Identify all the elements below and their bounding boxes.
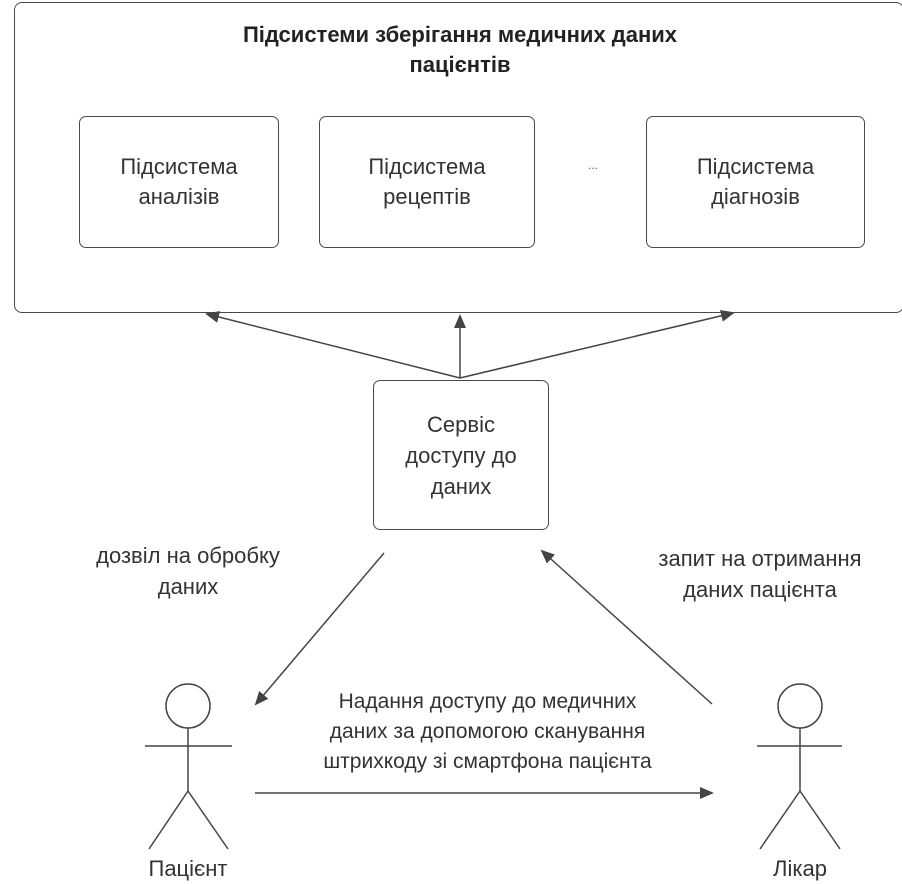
- container-title-line2: пацієнтів: [409, 52, 511, 77]
- subsystem-analyses: Підсистема аналізів: [79, 116, 279, 248]
- doctor-label: Лікар: [773, 856, 827, 881]
- service-line1: Сервіс: [427, 411, 495, 437]
- request-label-line2: даних пацієнта: [683, 577, 837, 602]
- subsystem-analyses-line2: аналізів: [138, 184, 220, 209]
- subsystem-prescriptions-line1: Підсистема: [368, 154, 486, 179]
- doctor-actor-icon: [757, 683, 842, 850]
- arrow-to-right: [459, 309, 735, 379]
- container-title: Підсистеми зберігання медичних даних пац…: [150, 20, 770, 80]
- consent-label-line1: дозвіл на обробку: [96, 543, 280, 568]
- subsystem-diagnoses-line1: Підсистема: [696, 154, 815, 179]
- access-label-line2: даних за допомогою сканування: [329, 720, 646, 743]
- consent-label: дозвіл на обробку даних: [66, 540, 310, 602]
- subsystem-diagnoses: Підсистема діагнозів: [646, 116, 865, 248]
- subsystem-prescriptions: Підсистема рецептів: [319, 116, 535, 248]
- consent-label-line2: даних: [157, 574, 219, 599]
- subsystem-analyses-line1: Підсистема: [120, 154, 238, 179]
- access-label-line1: Надання доступу до медичних: [338, 690, 637, 713]
- consent-arrow: [254, 552, 385, 706]
- access-label-line3: штрихкоду зі смартфона пацієнта: [323, 750, 652, 773]
- subsystem-diagnoses-line2: діагнозів: [711, 184, 800, 209]
- ellipsis: ...: [587, 158, 598, 172]
- data-access-service: Сервіс доступу до даних: [373, 380, 549, 530]
- request-label-line1: запит на отримання: [658, 546, 862, 571]
- access-label: Надання доступу до медичних даних за доп…: [265, 687, 710, 777]
- container-title-line1: Підсистеми зберігання медичних даних: [242, 22, 678, 47]
- patient-label: Пацієнт: [148, 856, 228, 881]
- service-to-storage-arrows: [205, 309, 735, 379]
- arrow-to-left: [205, 311, 461, 379]
- patient-actor-icon: [145, 683, 232, 850]
- service-line3: даних: [430, 473, 492, 499]
- service-line2: доступу до: [405, 442, 517, 468]
- request-arrow: [540, 549, 713, 705]
- subsystem-prescriptions-line2: рецептів: [383, 184, 471, 209]
- request-label: запит на отримання даних пацієнта: [615, 543, 902, 605]
